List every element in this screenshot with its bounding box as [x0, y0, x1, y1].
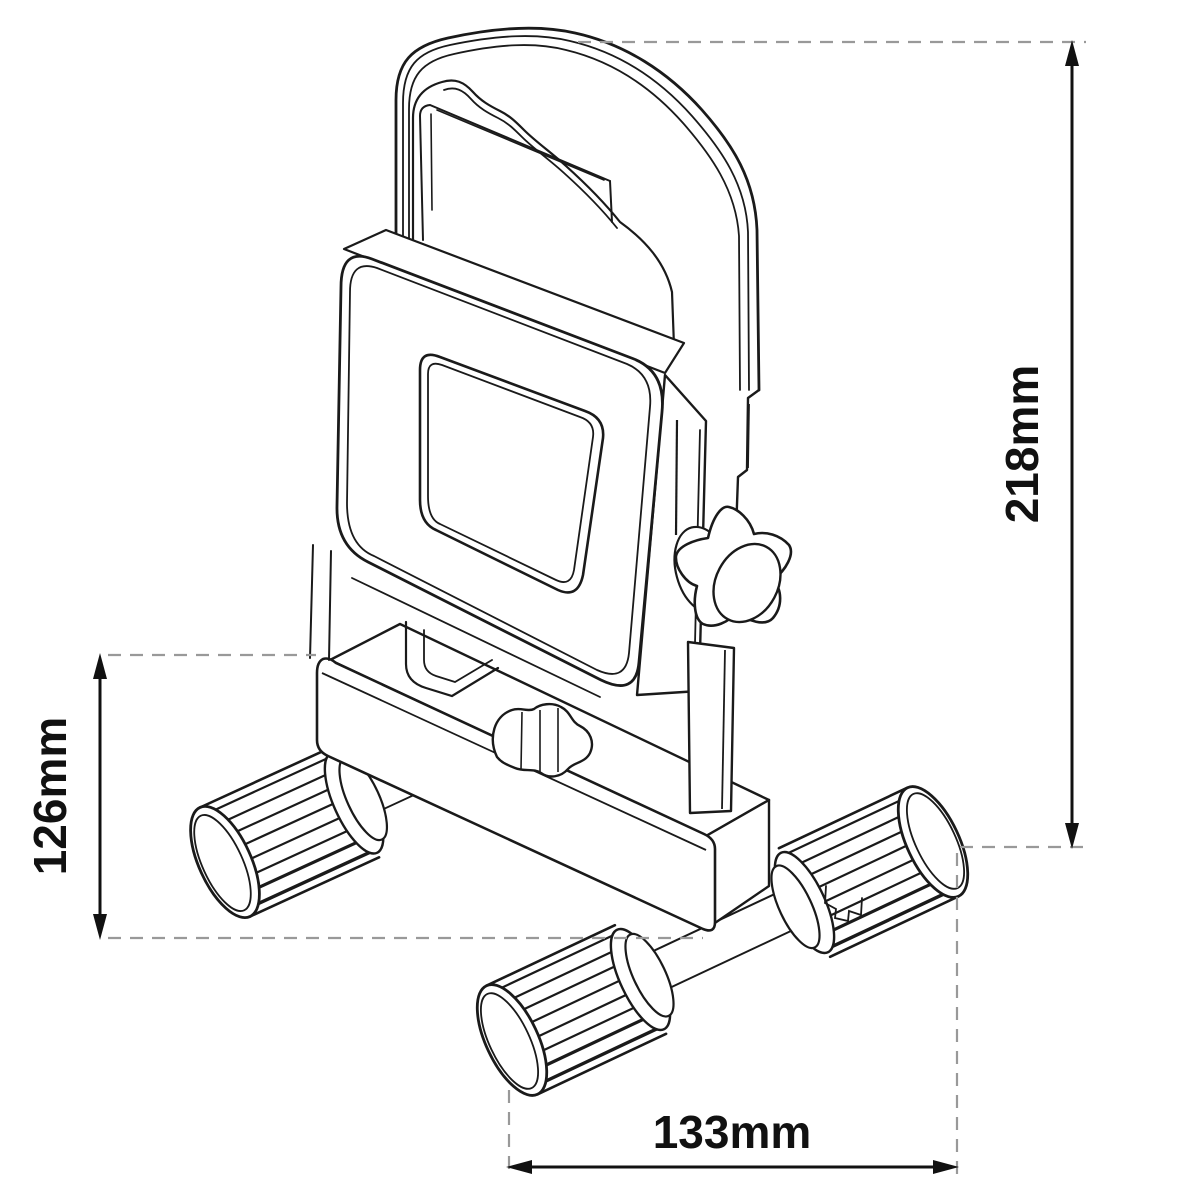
dim-label-133: 133mm — [653, 1106, 812, 1158]
arrow-up-icon — [1065, 40, 1079, 66]
arrow-right-icon — [933, 1160, 959, 1174]
yoke-stirrup — [406, 622, 498, 696]
arrow-up-icon — [93, 653, 107, 679]
pivot-knob — [666, 507, 794, 634]
base-front-face — [317, 659, 715, 931]
foot-right — [762, 777, 982, 961]
handle-inner-edge-grip — [413, 80, 674, 346]
handle-bevel-a — [403, 36, 749, 390]
handle-bevel-b — [409, 45, 740, 390]
arrow-left-icon — [506, 1160, 532, 1174]
handle-arch — [396, 28, 759, 390]
arrow-down-icon — [1065, 823, 1079, 849]
dimension-base-depth: 133mm — [506, 1106, 959, 1174]
dimension-height-total: 218mm — [996, 40, 1079, 849]
bottom-wing-knob — [493, 704, 592, 776]
foot-right-clip — [825, 886, 862, 921]
head-bottom-strip — [352, 578, 600, 697]
handle-grip-line — [444, 88, 617, 228]
knob-face — [700, 532, 793, 634]
lens-inner — [428, 364, 593, 582]
foot-front — [463, 921, 683, 1105]
foot-right-cap — [884, 777, 982, 908]
dimension-height-stand: 126mm — [24, 653, 107, 940]
dim-label-218: 218mm — [996, 365, 1048, 524]
dimension-leaders — [108, 42, 1086, 1178]
yoke-right-arm — [676, 390, 759, 813]
handle-outer-edge — [396, 28, 759, 390]
lens-outer — [420, 355, 603, 593]
left-yoke-arm — [310, 545, 331, 660]
arrow-down-icon — [93, 914, 107, 940]
housing-top-through-opening — [420, 105, 612, 240]
dim-label-126: 126mm — [24, 717, 76, 876]
lamp-head — [310, 230, 706, 697]
foot-left-cap — [176, 797, 273, 928]
foot-front-cap — [463, 975, 561, 1106]
head-frame-bevel — [347, 266, 650, 674]
